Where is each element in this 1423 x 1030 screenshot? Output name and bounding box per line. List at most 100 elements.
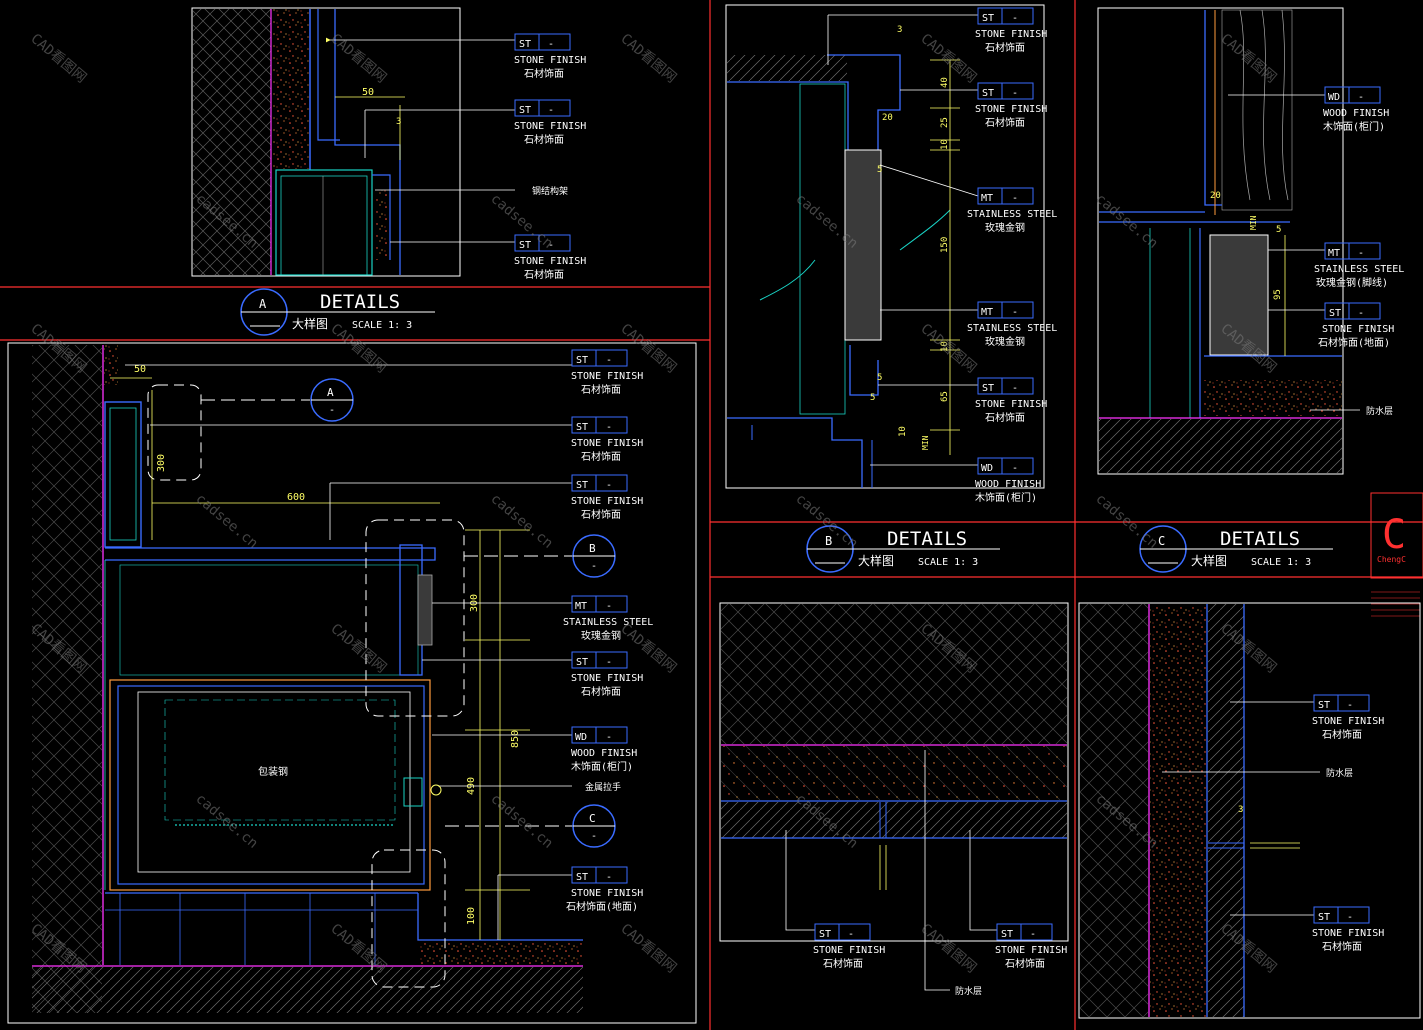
tags-st-label: ST — [819, 929, 831, 940]
detail-c-tag-1: WD - WOOD FINISH 木饰面(柜门) — [1323, 86, 1389, 133]
main-tag-4: MT - STAINLESS STEEL 玫瑰金钢 — [563, 595, 653, 642]
labels-stone-label: STONE FINISH — [813, 945, 885, 956]
tags-dash-label: - — [848, 929, 854, 940]
tags-st-label: ST — [519, 39, 531, 50]
labels-steel-label: STAINLESS STEEL — [563, 617, 653, 628]
label-waterproof-wall: 防水层 — [1326, 767, 1353, 779]
dims-b3-label: 3 — [897, 25, 902, 35]
dims-c20-label: 20 — [1210, 191, 1221, 201]
labels-stone-cn-label: 石材饰面 — [985, 411, 1025, 424]
company-logo: C ChengC — [1370, 492, 1423, 617]
labels-stone-label: STONE FINISH — [514, 121, 586, 132]
labels-steel-label: STAINLESS STEEL — [967, 209, 1057, 220]
labels-stone-label: STONE FINISH — [975, 29, 1047, 40]
watermarks-site-label: cadsee.cn — [1092, 491, 1160, 552]
labels-stone-cn-label: 石材饰面 — [581, 508, 621, 521]
details-B-scale-label: SCALE 1: 3 — [918, 557, 978, 568]
dim-main-50: 50 — [134, 364, 146, 375]
dims-b5-label: 5 — [870, 393, 875, 403]
details-B-id-label: B — [825, 534, 832, 548]
labels-stone-label: STONE FINISH — [975, 399, 1047, 410]
dims-cmin-label: MIN — [1249, 215, 1258, 230]
dims-b65-label: 65 — [940, 391, 950, 402]
tags-wd-label: WD — [981, 463, 993, 474]
details-C-id-label: C — [589, 812, 596, 825]
dims-b10-label: 10 — [940, 341, 950, 352]
tags-dash-label: - — [606, 355, 612, 366]
tags-dash-label: - — [606, 480, 612, 491]
label-cabinet: 包装钢 — [258, 765, 288, 778]
dims-b10-label: 10 — [940, 139, 950, 150]
tags-st-label: ST — [519, 240, 531, 251]
logo-name-label: ChengC — [1377, 555, 1406, 564]
labels-stone-cn-label: 石材饰面 — [581, 450, 621, 463]
tags-dash-label: - — [606, 732, 612, 743]
dims-bmin-label: MIN — [921, 435, 930, 450]
dims-b5-label: 5 — [877, 373, 882, 383]
labels-wood-cn-label: 木饰面(柜门) — [975, 491, 1037, 504]
dim-main-300: 300 — [156, 454, 167, 472]
tags-st-label: ST — [519, 105, 531, 116]
wall-tag-1: ST - STONE FINISH 石材饰面 — [1312, 694, 1384, 741]
tags-dash-label: - — [1012, 307, 1018, 318]
labels-stone-label: STONE FINISH — [1312, 716, 1384, 727]
tags-st-label: ST — [576, 422, 588, 433]
tags-dash-label: - — [606, 422, 612, 433]
tags-dash-label: - — [1358, 248, 1364, 259]
detail-a-tag-1: ST - STONE FINISH 石材饰面 — [514, 33, 586, 80]
label-metal-handle: 金属拉手 — [585, 781, 621, 793]
labels-stone-cn-label: 石材饰面 — [1322, 728, 1362, 741]
label-steel-frame: 钢结构架 — [532, 185, 568, 197]
labels-steel-label: STAINLESS STEEL — [967, 323, 1057, 334]
detail-b-tag-4: MT - STAINLESS STEEL 玫瑰金钢 — [967, 301, 1057, 348]
watermarks-cad-label: CAD看图网 — [1217, 31, 1279, 87]
labels-stone-label: STONE FINISH — [571, 371, 643, 382]
detail-a-title: DETAILS — [320, 291, 400, 313]
tags-dash-label: - — [606, 872, 612, 883]
detail-a-tag-3: ST - STONE FINISH 石材饰面 — [514, 234, 586, 281]
tags-dash-label: - — [1012, 383, 1018, 394]
labels-wood-cn-label: 木饰面(柜门) — [1323, 120, 1385, 133]
labels-wood-cn-label: 木饰面(柜门) — [571, 760, 633, 773]
floor-tag-2: ST - STONE FINISH 石材饰面 — [995, 923, 1067, 970]
labels-stone-cn-label: 石材饰面 — [1005, 957, 1045, 970]
detail-c-tag-3: ST - STONE FINISH 石材饰面(地面) — [1318, 302, 1394, 349]
detail-c-title-block: C DETAILS 大样图 SCALE 1: 3 — [1139, 525, 1333, 573]
dim-a-3: 3 — [396, 117, 401, 127]
detail-b-tag-6: WD - WOOD FINISH 木饰面(柜门) — [975, 457, 1041, 504]
dims-b20-label: 20 — [882, 113, 893, 123]
labels-stone-cn-label: 石材饰面 — [524, 268, 564, 281]
tags-dash-label: - — [1012, 88, 1018, 99]
details-C-scale-label: SCALE 1: 3 — [1251, 557, 1311, 568]
tags-dash-label: - — [1358, 92, 1364, 103]
watermarks-cad-label: CAD看图网 — [617, 321, 679, 377]
detail-b-tag-3: MT - STAINLESS STEEL 玫瑰金钢 — [967, 187, 1057, 234]
main-tag-3: ST - STONE FINISH 石材饰面 — [571, 474, 643, 521]
watermarks-site-label: cadsee.cn — [487, 491, 555, 552]
section-marker-a: A - — [310, 378, 354, 422]
detail-c-drawing: 20 MIN 5 95 — [1097, 7, 1360, 475]
tags-mt-label: MT — [981, 193, 993, 204]
watermarks-site-label: cadsee.cn — [192, 491, 260, 552]
watermarks-cad-label: CAD看图网 — [617, 31, 679, 87]
tags-dash-label: - — [591, 831, 597, 842]
tags-st-label: ST — [982, 13, 994, 24]
labels-stone-floor-cn-label: 石材饰面(地面) — [566, 900, 638, 913]
details-C-cn-label: 大样图 — [1191, 553, 1227, 568]
wall-section-drawing: 3 — [1078, 602, 1421, 1019]
labels-stone-cn-label: 石材饰面 — [581, 383, 621, 396]
detail-a-drawing: 50 3 — [191, 7, 515, 277]
watermarks-cad-label: CAD看图网 — [327, 621, 389, 677]
dim-a-50: 50 — [362, 87, 374, 98]
tags-dash-label: - — [1012, 13, 1018, 24]
labels-stone-label: STONE FINISH — [571, 438, 643, 449]
labels-steel-cn-label: 玫瑰金钢 — [985, 335, 1025, 348]
label-waterproof-floor: 防水层 — [955, 985, 982, 997]
tags-wd-label: WD — [1328, 92, 1340, 103]
detail-b-title-block: B DETAILS 大样图 SCALE 1: 3 — [806, 525, 1000, 573]
tags-st-label: ST — [982, 88, 994, 99]
detail-b-tag-5: ST - STONE FINISH 石材饰面 — [975, 377, 1047, 424]
details-C-id-label: C — [1158, 534, 1165, 548]
